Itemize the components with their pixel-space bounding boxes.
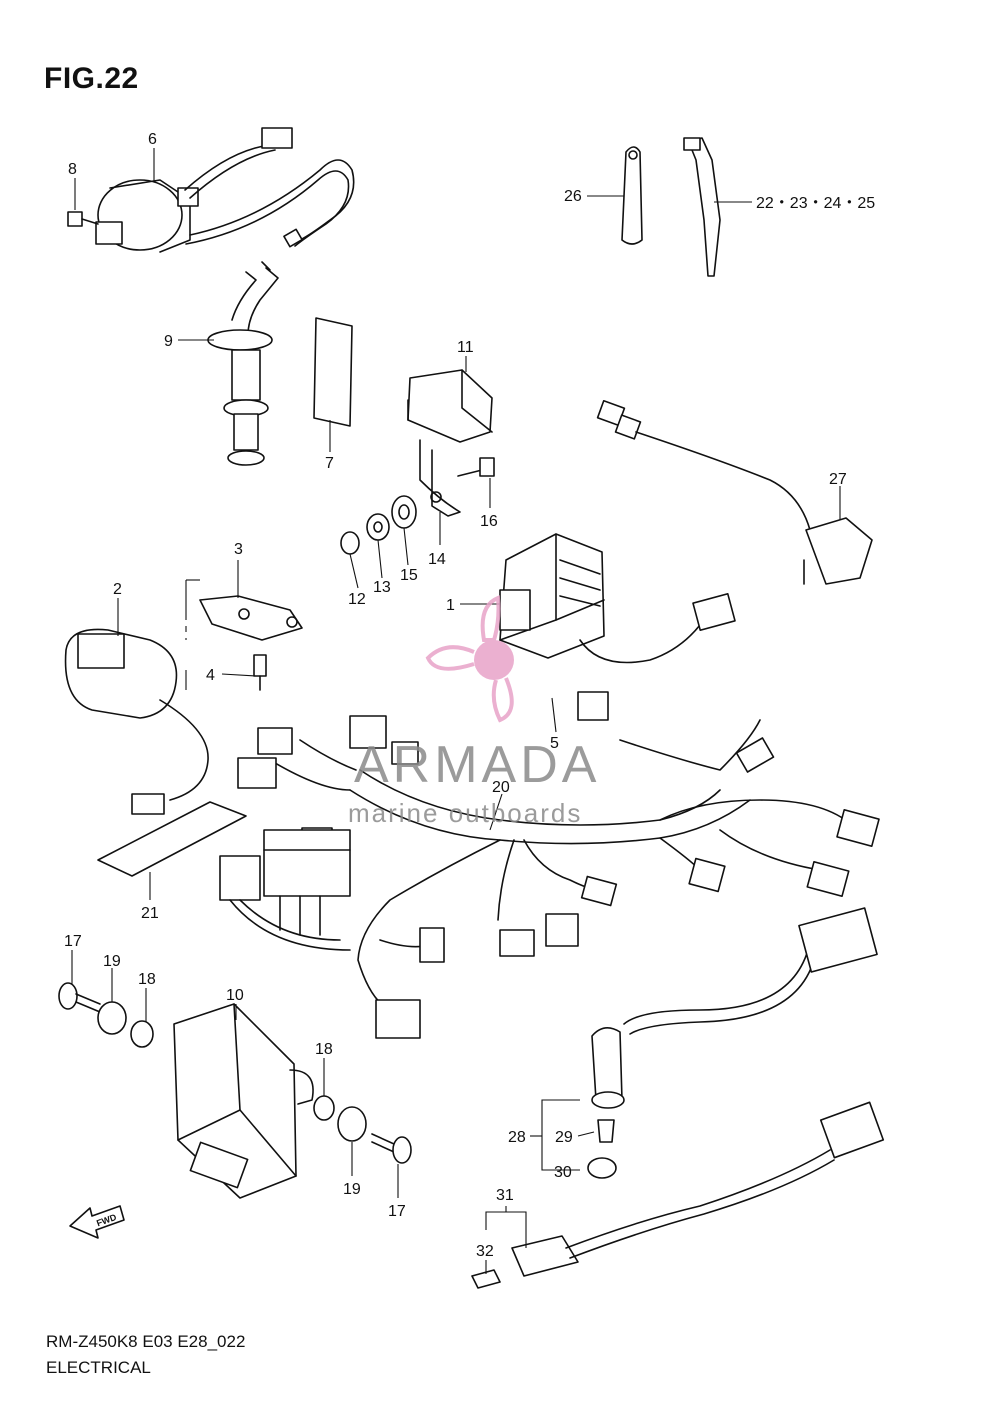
label-1: 1 — [446, 597, 455, 614]
watermark-tagline: marine outboards — [348, 798, 582, 828]
figure-title: FIG.22 — [44, 62, 139, 95]
ecu-drawing — [173, 1003, 314, 1199]
label-27: 27 — [829, 471, 847, 488]
label-22-23-24-25: 22・23・24・25 — [756, 195, 875, 212]
label-29: 29 — [555, 1129, 573, 1146]
label-15: 15 — [400, 567, 418, 584]
label-32: 32 — [476, 1243, 494, 1260]
ignition-coil-drawing — [67, 127, 355, 253]
label-19-left: 19 — [103, 953, 121, 970]
label-13: 13 — [373, 579, 391, 596]
label-31: 31 — [496, 1187, 514, 1204]
sensor-drawing — [596, 399, 873, 585]
label-26: 26 — [564, 188, 582, 205]
label-30: 30 — [554, 1164, 572, 1181]
nut-washer-grommet — [340, 495, 417, 555]
label-18-right: 18 — [315, 1041, 333, 1058]
fuse-wire-drawing — [471, 1101, 885, 1289]
label-9: 9 — [164, 333, 173, 350]
pad-drawing — [313, 317, 353, 427]
label-8: 8 — [68, 161, 77, 178]
bracket-and-condenser — [64, 595, 303, 815]
watermark-brand: ARMADA — [354, 736, 600, 794]
diagram-name: ELECTRICAL — [46, 1358, 151, 1377]
main-wiring-harness — [219, 691, 880, 1039]
regulator-drawing — [499, 533, 736, 664]
label-11: 11 — [457, 339, 474, 356]
plug-cap-drawing — [207, 261, 279, 466]
label-10: 10 — [226, 987, 244, 1004]
label-12: 12 — [348, 591, 366, 608]
label-5: 5 — [550, 735, 559, 752]
armada-watermark: ARMADA marine outboards — [348, 595, 600, 828]
label-28: 28 — [508, 1129, 526, 1146]
label-2: 2 — [113, 581, 122, 598]
diagram-code: RM-Z450K8 E03 E28_022 — [46, 1332, 246, 1351]
label-7: 7 — [325, 455, 334, 472]
right-bolt-group — [313, 1095, 412, 1164]
propeller-logo-icon — [425, 595, 514, 723]
label-20: 20 — [492, 779, 510, 796]
label-6: 6 — [148, 131, 157, 148]
label-17-right: 17 — [388, 1203, 406, 1220]
left-bolt-group — [58, 982, 154, 1048]
tape-drawing — [97, 801, 247, 877]
leader-lines — [71, 148, 841, 1274]
clamp-and-tie — [621, 137, 721, 277]
fwd-arrow-icon: FWD — [69, 1205, 125, 1239]
label-19-right: 19 — [343, 1181, 361, 1198]
label-4: 4 — [206, 667, 215, 684]
label-16: 16 — [480, 513, 498, 530]
label-21: 21 — [141, 905, 159, 922]
callout-labels: 6 8 9 7 11 16 14 15 13 12 26 22・23・24・25… — [64, 131, 875, 1260]
relay-drawing — [407, 369, 495, 517]
label-14: 14 — [428, 551, 446, 568]
label-17-left: 17 — [64, 933, 82, 950]
label-18-left: 18 — [138, 971, 156, 988]
plug-cap-wire-drawing — [587, 907, 878, 1179]
label-3: 3 — [234, 541, 243, 558]
